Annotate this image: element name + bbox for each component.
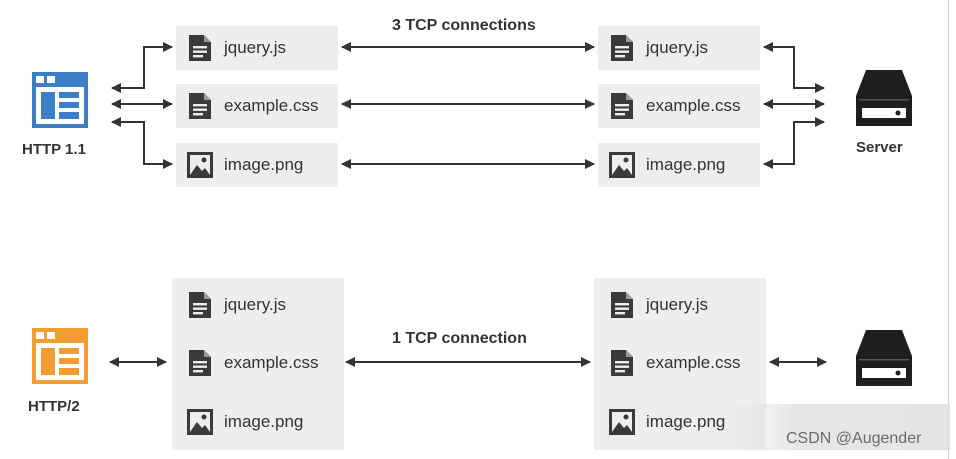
file-item: image.png <box>176 144 303 186</box>
file-item: example.css <box>598 85 740 127</box>
frame-edge <box>948 0 949 459</box>
image-icon <box>187 409 213 435</box>
file-item: jquery.js <box>176 284 286 326</box>
file-item: image.png <box>176 401 303 443</box>
file-name: image.png <box>646 155 726 174</box>
document-icon <box>189 350 211 376</box>
document-icon <box>189 93 211 119</box>
file-name: jquery.js <box>224 295 287 314</box>
file-name: image.png <box>646 412 726 431</box>
http2-connection-label: 1 TCP connection <box>392 330 527 347</box>
file-name: example.css <box>224 96 319 115</box>
file-item: jquery.js <box>176 27 286 69</box>
image-icon <box>609 152 635 178</box>
http1-connection-label: 3 TCP connections <box>392 17 536 34</box>
document-icon <box>189 35 211 61</box>
server-label: Server <box>856 139 903 156</box>
document-icon <box>611 35 633 61</box>
image-icon <box>609 409 635 435</box>
browser-window-icon <box>32 328 88 384</box>
server-icon <box>856 70 912 126</box>
arrow-image-to-server <box>763 117 825 169</box>
file-name: image.png <box>224 155 304 174</box>
file-item: example.css <box>176 85 318 127</box>
file-name: image.png <box>224 412 304 431</box>
arrow-client-to-jquery <box>111 42 173 93</box>
file-item: image.png <box>598 401 725 443</box>
document-icon <box>611 292 633 318</box>
file-item: jquery.js <box>598 284 708 326</box>
arrow-client-to-image <box>111 117 173 169</box>
image-icon <box>187 152 213 178</box>
file-name: example.css <box>646 353 741 372</box>
http2-client-label: HTTP/2 <box>28 398 80 415</box>
server-icon <box>856 330 912 386</box>
file-item: image.png <box>598 144 725 186</box>
watermark: CSDN @Augender <box>786 430 922 447</box>
file-name: jquery.js <box>646 38 709 57</box>
document-icon <box>189 292 211 318</box>
http1-client-label: HTTP 1.1 <box>22 141 86 158</box>
file-name: example.css <box>224 353 319 372</box>
document-icon <box>611 350 633 376</box>
file-item: example.css <box>598 342 740 384</box>
file-name: jquery.js <box>224 38 287 57</box>
document-icon <box>611 93 633 119</box>
watermark-background <box>728 404 950 450</box>
file-name: example.css <box>646 96 741 115</box>
arrow-jquery-to-server <box>763 42 825 93</box>
browser-window-icon <box>32 72 88 128</box>
file-item: jquery.js <box>598 27 708 69</box>
file-name: jquery.js <box>646 295 709 314</box>
file-item: example.css <box>176 342 318 384</box>
